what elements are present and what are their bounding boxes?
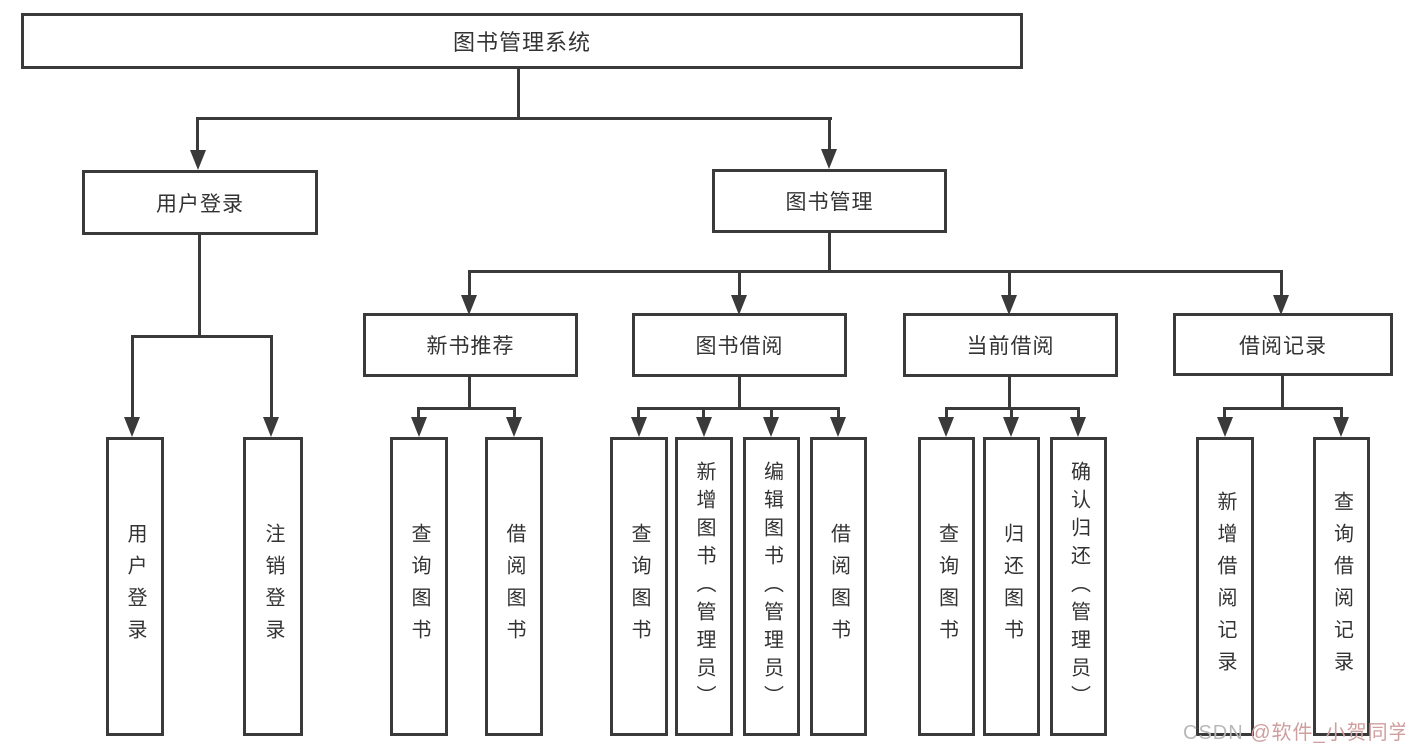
connector-user-rail bbox=[131, 335, 273, 338]
connector-user-drop bbox=[198, 235, 201, 338]
arrowhead-to-current-query bbox=[938, 417, 954, 437]
leaf-borrowing-query-books: 查询图书 bbox=[610, 437, 668, 736]
connector-newbook-drop bbox=[468, 377, 471, 410]
arrowhead-to-current-return bbox=[1003, 417, 1019, 437]
connector-borrowing-stub-4 bbox=[837, 407, 840, 419]
leaf-newbook-borrow-books: 借阅图书 bbox=[485, 437, 543, 736]
connector-borrowing-rail bbox=[637, 407, 840, 410]
node-root-system: 图书管理系统 bbox=[21, 13, 1023, 69]
arrowhead-to-book-borrowing bbox=[731, 295, 747, 315]
arrowhead-to-leaf-logout bbox=[263, 417, 279, 437]
leaf-current-confirm-return-admin-label: 确认归还（管理员） bbox=[1067, 460, 1090, 713]
watermark-handle: @软件_小贺同学 bbox=[1250, 722, 1405, 744]
node-current-borrowing: 当前借阅 bbox=[903, 313, 1118, 377]
leaf-current-query-books-label: 查询图书 bbox=[935, 522, 958, 651]
connector-mgmt-stub-3 bbox=[1008, 270, 1011, 297]
arrowhead-to-leaf-user-login bbox=[124, 417, 140, 437]
connector-root-stub-left bbox=[196, 117, 199, 152]
leaf-newbook-query-books-label: 查询图书 bbox=[408, 522, 430, 651]
arrowhead-to-book-management bbox=[821, 149, 837, 169]
leaf-borrowing-borrow-books-label: 借阅图书 bbox=[827, 522, 850, 651]
arrowhead-to-current-borrowing bbox=[1001, 295, 1017, 315]
leaf-current-return-books-label: 归还图书 bbox=[1000, 522, 1023, 651]
leaf-borrowing-add-books-admin-label: 新增图书（管理员） bbox=[693, 460, 715, 713]
node-new-book-recommendation: 新书推荐 bbox=[363, 313, 578, 377]
connector-current-stub-2 bbox=[1010, 407, 1013, 419]
connector-borrowing-stub-3 bbox=[770, 407, 773, 419]
arrowhead-to-newbook-query bbox=[411, 417, 427, 437]
connector-current-stub-1 bbox=[945, 407, 948, 419]
connector-records-rail bbox=[1223, 407, 1343, 410]
connector-borrowing-stub-2 bbox=[702, 407, 705, 419]
leaf-records-add-record-label: 新增借阅记录 bbox=[1214, 490, 1236, 683]
leaf-user-login: 用户登录 bbox=[106, 437, 164, 736]
connector-newbook-stub-left bbox=[417, 407, 420, 419]
connector-user-stub-left bbox=[131, 335, 134, 419]
arrowhead-to-borrowing-query bbox=[631, 417, 647, 437]
arrowhead-to-records-query bbox=[1333, 417, 1349, 437]
node-user-login: 用户登录 bbox=[82, 170, 318, 235]
leaf-current-confirm-return-admin: 确认归还（管理员） bbox=[1050, 437, 1107, 736]
arrowhead-to-borrowing-borrow bbox=[830, 417, 846, 437]
connector-mgmt-stub-4 bbox=[1280, 270, 1283, 297]
connector-root-rail bbox=[196, 117, 832, 120]
connector-newbook-stub-right bbox=[513, 407, 516, 419]
watermark: CSDN @软件_小贺同学 bbox=[1183, 716, 1405, 745]
leaf-borrowing-edit-books-admin: 编辑图书（管理员） bbox=[743, 437, 800, 736]
watermark-site: CSDN bbox=[1183, 722, 1251, 744]
connector-user-stub-right bbox=[270, 335, 273, 419]
leaf-logout-label: 注销登录 bbox=[262, 522, 284, 651]
leaf-newbook-query-books: 查询图书 bbox=[390, 437, 448, 736]
arrowhead-to-borrowing-records bbox=[1273, 295, 1289, 315]
leaf-borrowing-borrow-books: 借阅图书 bbox=[810, 437, 867, 736]
connector-records-drop bbox=[1281, 376, 1284, 410]
connector-root-stub-right bbox=[828, 117, 831, 151]
leaf-borrowing-query-books-label: 查询图书 bbox=[628, 522, 650, 651]
node-borrowing-records: 借阅记录 bbox=[1173, 313, 1393, 376]
arrowhead-to-user-login bbox=[190, 150, 206, 170]
leaf-records-add-record: 新增借阅记录 bbox=[1196, 437, 1254, 736]
connector-borrowing-drop bbox=[738, 377, 741, 410]
leaf-borrowing-edit-books-admin-label: 编辑图书（管理员） bbox=[760, 460, 783, 713]
connector-mgmt-rail bbox=[468, 270, 1283, 273]
leaf-borrowing-add-books-admin: 新增图书（管理员） bbox=[675, 437, 733, 736]
leaf-user-login-label: 用户登录 bbox=[124, 522, 146, 651]
leaf-records-query-record-label: 查询借阅记录 bbox=[1330, 490, 1353, 683]
leaf-newbook-borrow-books-label: 借阅图书 bbox=[503, 522, 525, 651]
arrowhead-to-borrowing-edit bbox=[763, 417, 779, 437]
leaf-logout: 注销登录 bbox=[243, 437, 303, 736]
node-book-borrowing: 图书借阅 bbox=[632, 313, 847, 377]
leaf-current-query-books: 查询图书 bbox=[918, 437, 975, 736]
connector-current-drop bbox=[1008, 377, 1011, 410]
connector-current-stub-3 bbox=[1077, 407, 1080, 419]
arrowhead-to-new-book-recommendation bbox=[461, 295, 477, 315]
connector-records-stub-left bbox=[1223, 407, 1226, 419]
leaf-current-return-books: 归还图书 bbox=[983, 437, 1040, 736]
connector-records-stub-right bbox=[1340, 407, 1343, 419]
arrowhead-to-records-add bbox=[1217, 417, 1233, 437]
arrowhead-to-newbook-borrow bbox=[506, 417, 522, 437]
connector-root-drop bbox=[517, 69, 520, 119]
arrowhead-to-current-confirm bbox=[1070, 417, 1086, 437]
connector-mgmt-stub-1 bbox=[468, 270, 471, 297]
node-book-management: 图书管理 bbox=[712, 169, 947, 233]
connector-mgmt-stub-2 bbox=[738, 270, 741, 297]
leaf-records-query-record: 查询借阅记录 bbox=[1313, 437, 1370, 736]
connector-borrowing-stub-1 bbox=[637, 407, 640, 419]
arrowhead-to-borrowing-add bbox=[696, 417, 712, 437]
connector-newbook-rail bbox=[417, 407, 516, 410]
connector-mgmt-drop bbox=[828, 233, 831, 272]
